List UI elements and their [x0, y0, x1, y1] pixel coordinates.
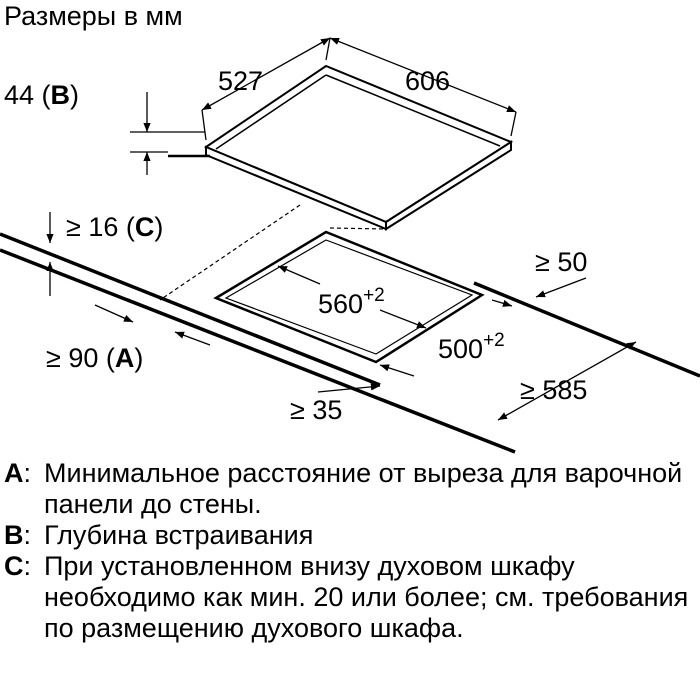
legend: A: Минимальное расстояние от выреза для …: [4, 458, 696, 644]
label-16-c: ≥ 16 (C): [66, 212, 163, 242]
dim-35-line: [317, 383, 381, 393]
dim-500-line: [379, 364, 415, 377]
dim-90-right: [174, 331, 211, 346]
legend-item-a: A: Минимальное расстояние от выреза для …: [4, 458, 696, 520]
legend-item-b: B: Глубина встраивания: [4, 520, 696, 551]
worktop: [0, 131, 700, 454]
worktop-cutout: [213, 230, 485, 364]
legend-text-b: Глубина встраивания: [44, 520, 314, 550]
label-90-a: ≥ 90 (A): [46, 343, 143, 373]
dim-90-left: [94, 304, 134, 323]
label-50: ≥ 50: [535, 247, 587, 277]
label-500: 500+2: [438, 330, 505, 364]
label-527: 527: [218, 66, 263, 96]
label-44-b: 44 (B): [4, 80, 79, 110]
legend-text-c: При установленном внизу духовом шкафу не…: [44, 551, 689, 643]
dimension-lines: [46, 37, 637, 421]
dim-50-line: [535, 277, 587, 298]
label-606: 606: [405, 66, 450, 96]
diagram-title: Размеры в мм: [4, 1, 183, 31]
dim-585-line: [497, 341, 637, 421]
legend-text-a: Минимальное расстояние от выреза для вар…: [44, 458, 683, 519]
projection-lines: [159, 204, 387, 301]
legend-item-c: C: При установленном внизу духовом шкафу…: [4, 551, 696, 644]
dim-560-line: [277, 265, 321, 285]
dim-527-line: [201, 37, 331, 111]
dim-606-line: [329, 37, 517, 113]
label-585: ≥ 585: [520, 375, 587, 405]
label-560: 560+2: [318, 285, 385, 319]
hob-installation-diagram: 527 606 44 (B) ≥ 16 (C) ≥ 90 (A) 560+2 5…: [0, 37, 700, 454]
label-35: ≥ 35: [290, 395, 342, 425]
